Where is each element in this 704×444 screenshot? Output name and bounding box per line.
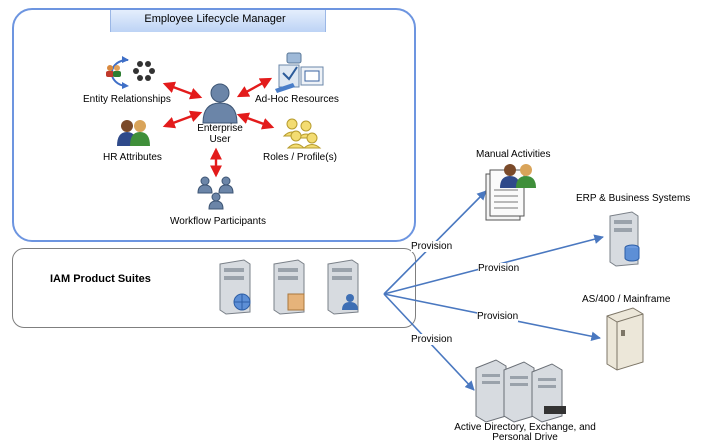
ad-label-line2: Personal Drive <box>492 432 558 443</box>
enterprise-user-icon <box>202 83 238 124</box>
provision-label-ad: Provision <box>411 334 453 345</box>
enterprise-user-label-line2: User <box>209 134 231 145</box>
manual-activities-icon <box>485 164 536 221</box>
roles-profiles-label: Roles / Profile(s) <box>263 152 337 163</box>
workflow-participants-icon <box>197 176 234 210</box>
manual-activities-label: Manual Activities <box>476 149 551 160</box>
ad-hoc-resources-label: Ad-Hoc Resources <box>255 94 339 105</box>
arrow-entity-user <box>162 81 203 100</box>
iam-server-folder-icon <box>273 259 305 315</box>
erp-server-icon <box>609 211 640 267</box>
hr-attributes-icon <box>117 120 150 146</box>
lifecycle-panel-title: Employee Lifecycle Manager <box>144 13 286 25</box>
as400-mainframe-icon <box>606 307 644 371</box>
erp-systems-label: ERP & Business Systems <box>576 193 691 204</box>
provision-label-manual: Provision <box>411 241 453 252</box>
active-directory-servers-icon <box>475 359 566 423</box>
as400-label: AS/400 / Mainframe <box>582 294 671 305</box>
hr-attributes-label: HR Attributes <box>103 152 162 163</box>
ad-label-line1: Active Directory, Exchange, and <box>454 422 596 433</box>
roles-profiles-icon <box>282 118 322 149</box>
iam-server-user-icon <box>327 259 359 315</box>
iam-server-globe-icon <box>219 259 251 315</box>
workflow-participants-label: Workflow Participants <box>170 216 266 227</box>
entity-relationships-icon <box>106 56 155 89</box>
lifecycle-panel-header <box>110 10 326 32</box>
ad-hoc-resources-icon <box>275 52 324 93</box>
provision-label-as400: Provision <box>477 311 519 322</box>
iam-panel-title: IAM Product Suites <box>50 273 151 285</box>
enterprise-user-label-line1: Enterprise <box>197 123 243 134</box>
arrow-hr-user <box>162 110 203 129</box>
provision-label-erp: Provision <box>478 263 520 274</box>
arrow-roles-user <box>236 112 275 130</box>
arrow-adhoc-user <box>236 77 273 98</box>
entity-relationships-label: Entity Relationships <box>83 94 171 105</box>
